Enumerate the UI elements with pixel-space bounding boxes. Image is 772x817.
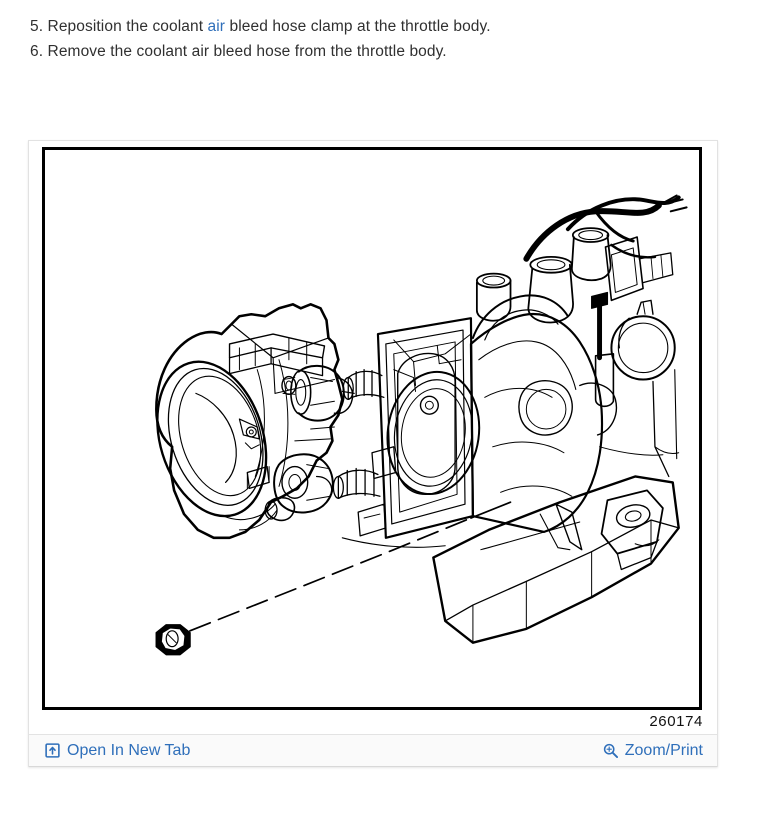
instruction-step: 5. Reposition the coolant air bleed hose… (30, 14, 730, 39)
zoom-print-button[interactable]: Zoom/Print (603, 742, 703, 760)
figure-toolbar: Open In New Tab Zoom/Print (29, 734, 717, 767)
figure-number-label: 260174 (649, 713, 703, 730)
instruction-step-list: 5. Reposition the coolant air bleed hose… (30, 14, 730, 64)
step-number: 5. (30, 18, 44, 35)
instruction-step: 6. Remove the coolant air bleed hose fro… (30, 39, 730, 64)
external-link-icon (45, 743, 60, 758)
magnifier-plus-icon (603, 743, 618, 758)
step-text-after-link: bleed hose clamp at the throttle body. (225, 18, 491, 35)
open-in-new-tab-button[interactable]: Open In New Tab (45, 742, 190, 760)
step-text: Remove the coolant air bleed hose from t… (43, 43, 447, 60)
figure-image-frame[interactable] (42, 147, 702, 710)
step-text-before-link: Reposition the coolant (43, 18, 208, 35)
figure-panel: 260174 Open In New Tab Zoom/Print (28, 140, 718, 767)
step-number: 6. (30, 43, 44, 60)
technical-diagram (45, 150, 699, 707)
zoom-print-label: Zoom/Print (624, 741, 703, 759)
open-in-new-tab-label: Open In New Tab (67, 741, 191, 759)
step-inline-link-air[interactable]: air (207, 18, 226, 35)
